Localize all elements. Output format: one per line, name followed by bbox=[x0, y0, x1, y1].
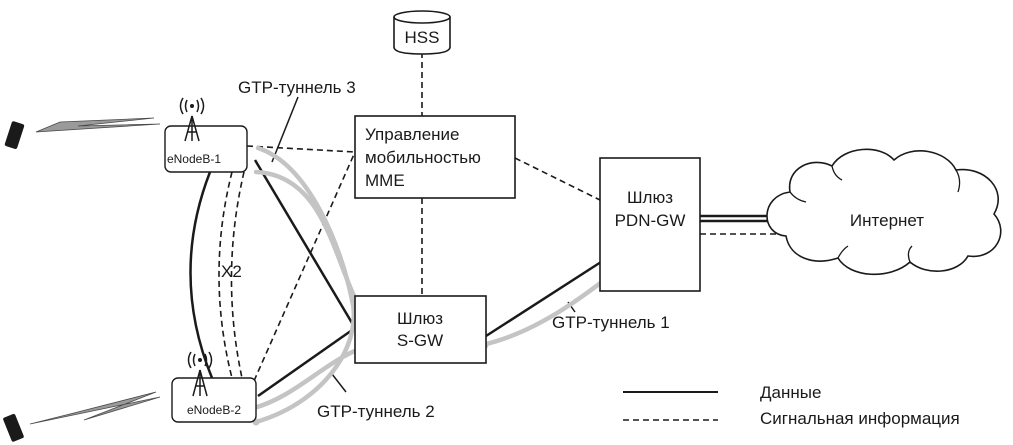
signal-links bbox=[218, 52, 786, 391]
s-gw-line-1: Шлюз bbox=[397, 309, 443, 328]
data-links bbox=[189, 96, 784, 398]
s-gw-node: Шлюз S-GW bbox=[354, 295, 487, 364]
link-enb2-sgw bbox=[257, 326, 356, 398]
gtp-tunnel-3-label: GTP-туннель 3 bbox=[238, 78, 356, 97]
link-enb2-mme bbox=[249, 151, 356, 391]
pdn-gw-node: Шлюз PDN-GW bbox=[599, 157, 701, 292]
phone-icon bbox=[4, 121, 25, 150]
tunnel2-pointer bbox=[331, 373, 347, 393]
x2-signal-1 bbox=[218, 171, 233, 379]
link-enb1-mme bbox=[246, 145, 356, 153]
x2-link bbox=[189, 171, 214, 379]
cloud-icon bbox=[766, 148, 1002, 276]
enodeb-1-label: eNodeB-1 bbox=[167, 152, 221, 166]
enodeb-2-node: eNodeB-2 bbox=[171, 351, 257, 423]
lightning-link-icon bbox=[29, 391, 161, 425]
gtp-tunnel-3-path bbox=[253, 145, 356, 425]
internet-node: Интернет bbox=[766, 148, 1002, 276]
mme-line-2: мобильностью bbox=[365, 148, 481, 167]
radio-tower-icon bbox=[179, 97, 205, 142]
radio-tower-icon bbox=[187, 351, 213, 397]
database-icon bbox=[393, 17, 451, 55]
gtp-tunnel-1-label: GTP-туннель 1 bbox=[552, 313, 670, 332]
pdn-gw-line-2: PDN-GW bbox=[615, 211, 686, 230]
lightning-link-icon bbox=[35, 117, 161, 133]
link-enb1-sgw bbox=[253, 159, 357, 329]
phone-icon bbox=[3, 413, 24, 442]
legend-data-label: Данные bbox=[760, 383, 821, 402]
link-mme-pdngw bbox=[514, 157, 601, 201]
mme-node: Управление мобильностью MME bbox=[354, 115, 516, 199]
hss-node: HSS bbox=[393, 10, 451, 55]
enodeb-2-label: eNodeB-2 bbox=[187, 403, 241, 417]
mme-line-1: Управление bbox=[365, 125, 460, 144]
enodeb-1-node: eNodeB-1 bbox=[164, 97, 248, 173]
hss-label: HSS bbox=[405, 28, 440, 47]
legend: Данные Сигнальная информация bbox=[623, 383, 960, 428]
x2-signal-2 bbox=[230, 171, 245, 379]
phone-2 bbox=[3, 391, 161, 442]
tunnel3-pointer bbox=[271, 96, 299, 163]
pdn-gw-line-1: Шлюз bbox=[627, 188, 673, 207]
link-sgw-pdngw bbox=[485, 260, 602, 338]
internet-label: Интернет bbox=[850, 211, 924, 230]
x2-label: X2 bbox=[221, 262, 242, 281]
phone-1 bbox=[4, 117, 161, 150]
legend-signal-label: Сигнальная информация bbox=[760, 409, 960, 428]
mme-line-3: MME bbox=[365, 171, 405, 190]
gtp-tunnel-2-label: GTP-туннель 2 bbox=[317, 402, 435, 421]
s-gw-line-2: S-GW bbox=[397, 331, 443, 350]
